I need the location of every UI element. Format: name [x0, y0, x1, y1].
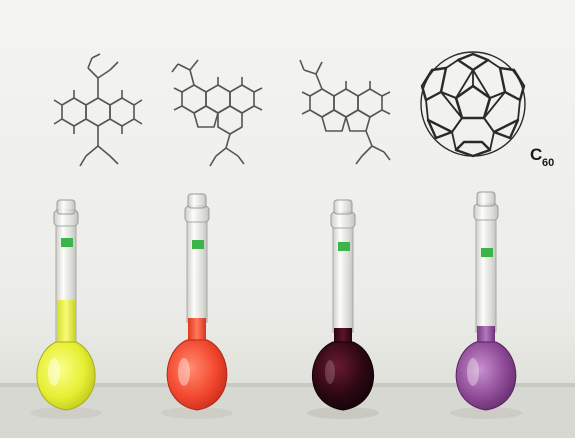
c60-label-main: C — [530, 145, 542, 164]
flask-label-4 — [481, 248, 493, 257]
fullerene-structure — [420, 51, 526, 158]
volumetric-flask-3 — [307, 199, 379, 419]
volumetric-flask-1 — [30, 199, 102, 419]
volumetric-flask-4 — [450, 191, 522, 419]
molecule-structure-1 — [53, 53, 143, 167]
flask-label-1 — [61, 238, 73, 247]
volumetric-flask-2 — [161, 193, 233, 419]
shelf-edge — [0, 383, 575, 387]
c60-label-sub: 60 — [542, 157, 554, 169]
molecule-structure-2 — [171, 59, 263, 167]
flask-label-2 — [192, 240, 204, 249]
flask-label-3 — [338, 242, 350, 251]
molecule-structure-3 — [299, 59, 391, 165]
